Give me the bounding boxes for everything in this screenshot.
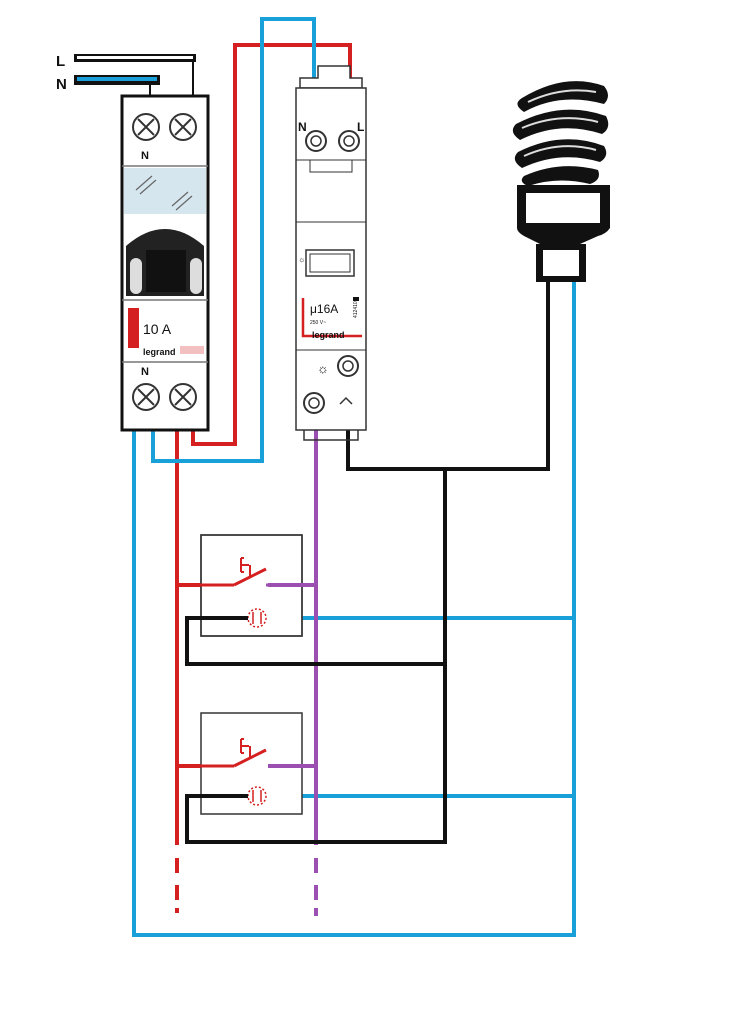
breaker-bottom-terminal-label: N xyxy=(141,366,149,378)
breaker-brand: legrand xyxy=(143,347,176,357)
neutral-wire-relay xyxy=(151,17,316,463)
relay-voltage: 250 V~ xyxy=(310,320,326,326)
pushbutton-1 xyxy=(177,534,316,637)
relay-icon: N L ☼ μ16A 250 V~ legrand 412410 ☼ xyxy=(295,65,367,441)
neutral-label: N xyxy=(56,76,67,93)
supply-bars: L N xyxy=(56,53,196,96)
line-label: L xyxy=(56,53,65,70)
lamp-symbol-icon xyxy=(247,608,267,628)
svg-text:☼: ☼ xyxy=(298,255,305,264)
relay-brand: legrand xyxy=(312,330,345,340)
svg-text:☼: ☼ xyxy=(317,361,329,376)
relay-side-code: 412410 xyxy=(353,301,359,318)
lamp-symbol-icon xyxy=(247,786,267,806)
breaker-rating: 10 A xyxy=(143,321,172,337)
bulb-icon xyxy=(512,81,610,282)
neutral-wire-lamps xyxy=(132,280,576,937)
load-wire xyxy=(346,280,550,471)
pushbutton-2 xyxy=(177,712,316,815)
relay-terminal-l-label: L xyxy=(357,120,364,134)
breaker-icon: N 10 A legrand N xyxy=(120,94,210,432)
relay-model: μ16A xyxy=(310,302,338,316)
breaker-top-terminal-label: N xyxy=(141,150,149,162)
relay-terminal-n-label: N xyxy=(298,120,307,134)
live-wire-feed xyxy=(191,43,352,446)
